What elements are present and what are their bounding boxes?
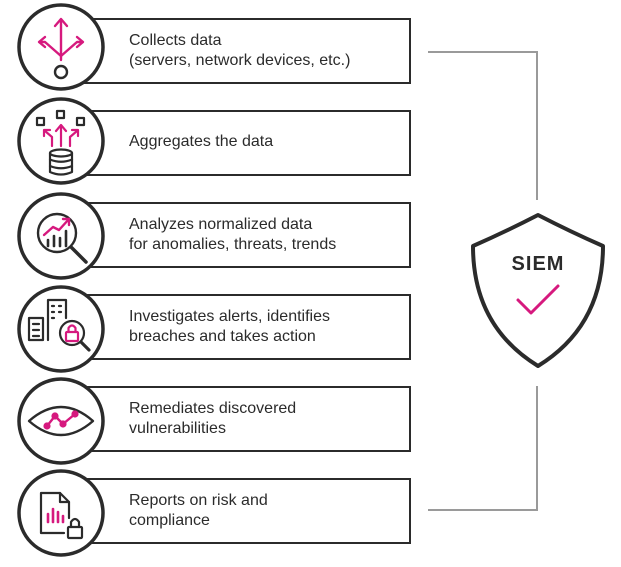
step-text-4: Investigates alerts, identifies breaches… [129, 307, 399, 347]
chart-magnifier-icon [36, 212, 88, 264]
step-text-3: Analyzes normalized data for anomalies, … [129, 215, 399, 255]
branching-arrows-icon [37, 17, 85, 80]
step-3-line-2: for anomalies, threats, trends [129, 236, 337, 253]
step-1-line-2: (servers, network devices, etc.) [129, 52, 351, 69]
connector-bracket [428, 51, 538, 511]
step-5-line-2: vulnerabilities [129, 420, 226, 437]
database-aggregate-icon [35, 109, 86, 176]
step-box-2 [59, 110, 411, 176]
siem-label: SIEM [511, 253, 565, 275]
step-3-line-1: Analyzes normalized data [129, 216, 313, 233]
step-1-line-1: Collects data [129, 32, 222, 49]
step-box-6 [59, 478, 411, 544]
connector-bottom [428, 386, 538, 511]
shield-check-icon [471, 213, 605, 368]
step-text-5: Remediates discovered vulnerabilities [129, 399, 399, 439]
step-2-line-1: Aggregates the data [129, 133, 274, 150]
step-6-line-1: Reports on risk and [129, 492, 268, 509]
step-4-line-1: Investigates alerts, identifies [129, 308, 330, 325]
report-lock-icon [39, 491, 84, 540]
step-text-2: Aggregates the data [129, 132, 399, 152]
building-lock-magnifier-icon [27, 298, 91, 352]
step-5-line-1: Remediates discovered [129, 400, 297, 417]
step-4-line-2: breaches and takes action [129, 328, 316, 345]
connector-top [428, 51, 538, 200]
step-text-1: Collects data (servers, network devices,… [129, 31, 399, 71]
eye-network-icon [27, 405, 95, 437]
step-6-line-2: compliance [129, 512, 210, 529]
step-text-6: Reports on risk and compliance [129, 491, 399, 531]
step-box-5 [59, 386, 411, 452]
